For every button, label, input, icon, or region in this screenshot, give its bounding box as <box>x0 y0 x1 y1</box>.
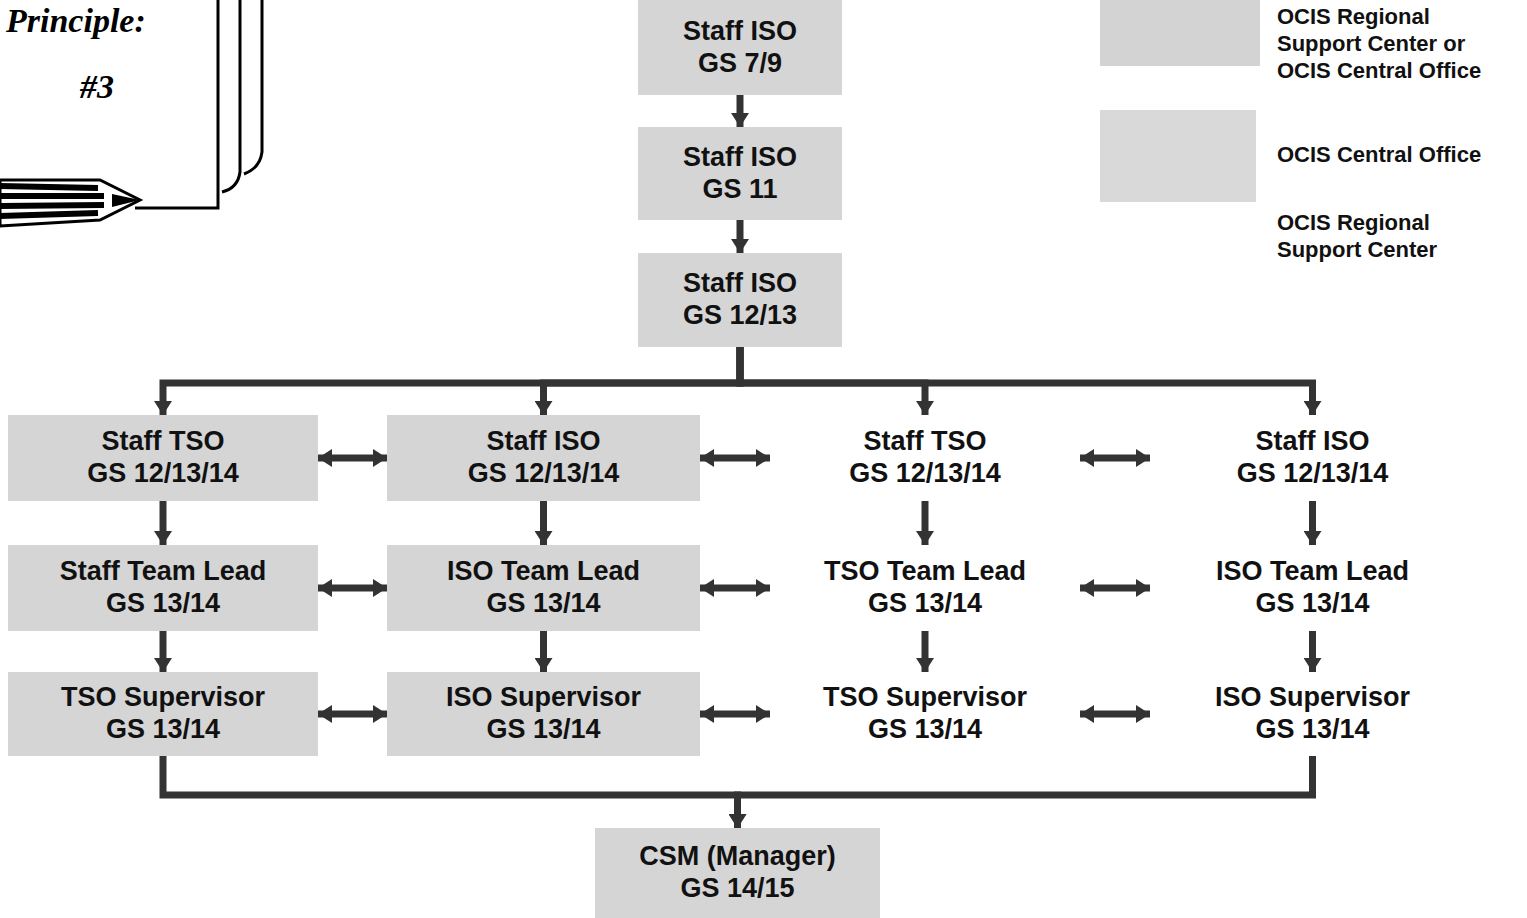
lateral-arrow <box>700 455 770 462</box>
position-title: ISO Supervisor <box>1215 682 1410 714</box>
progression-arrow <box>1309 631 1316 672</box>
lateral-arrow <box>1080 585 1150 592</box>
lateral-arrow <box>318 585 387 592</box>
grade-level: GS 12/13/14 <box>849 458 1001 490</box>
grade-level: GS 13/14 <box>1255 588 1369 620</box>
notepad-page <box>222 0 240 192</box>
position-title: ISO Team Lead <box>447 556 640 588</box>
career-box: TSO SupervisorGS 13/14 <box>8 672 318 756</box>
career-box: ISO Team LeadGS 13/14 <box>387 545 700 631</box>
career-box: Staff ISOGS 11 <box>638 127 842 220</box>
legend-text: OCIS Central Office <box>1277 142 1525 169</box>
position-title: Staff ISO <box>1255 426 1369 458</box>
career-box: Staff ISOGS 12/13/14 <box>1150 415 1475 501</box>
legend-swatch <box>1100 0 1260 66</box>
progression-arrow <box>740 347 1313 415</box>
career-box: Staff ISOGS 7/9 <box>638 0 842 95</box>
grade-level: GS 12/13 <box>683 300 797 332</box>
career-box: ISO SupervisorGS 13/14 <box>1150 672 1475 756</box>
progression-arrow <box>737 220 744 253</box>
grade-level: GS 13/14 <box>868 714 982 746</box>
grade-level: GS 12/13/14 <box>87 458 239 490</box>
grade-level: GS 12/13/14 <box>468 458 620 490</box>
position-title: Staff TSO <box>863 426 986 458</box>
progression-arrow <box>160 501 167 545</box>
progression-arrow <box>540 631 547 672</box>
position-title: ISO Team Lead <box>1216 556 1409 588</box>
lateral-arrow <box>1080 455 1150 462</box>
progression-arrow <box>163 347 740 415</box>
grade-level: GS 12/13/14 <box>1237 458 1389 490</box>
notepad-page <box>135 0 218 208</box>
position-title: Staff ISO <box>683 268 797 300</box>
legend-swatch <box>1100 110 1256 202</box>
lateral-arrow <box>700 711 770 718</box>
grade-level: GS 13/14 <box>486 588 600 620</box>
legend-text: OCIS Regional Support Center <box>1277 210 1509 264</box>
progression-arrow <box>922 631 929 672</box>
progression-arrow <box>540 501 547 545</box>
career-box: ISO SupervisorGS 13/14 <box>387 672 700 756</box>
grade-level: GS 14/15 <box>680 873 794 905</box>
career-box: Staff ISOGS 12/13 <box>638 253 842 347</box>
position-title: TSO Team Lead <box>824 556 1026 588</box>
principle-number: #3 <box>80 68 114 106</box>
progression-arrow <box>1309 501 1316 545</box>
progression-arrow <box>160 631 167 672</box>
lateral-arrow <box>318 711 387 718</box>
position-title: Staff ISO <box>683 16 797 48</box>
career-box: ISO Team LeadGS 13/14 <box>1150 545 1475 631</box>
career-box: Staff TSOGS 12/13/14 <box>770 415 1080 501</box>
pencil-symbol <box>0 180 140 226</box>
career-box: Staff ISOGS 12/13/14 <box>387 415 700 501</box>
progression-arrow <box>738 756 1313 828</box>
lateral-arrow <box>700 585 770 592</box>
grade-level: GS 11 <box>702 174 777 206</box>
career-box: Staff TSOGS 12/13/14 <box>8 415 318 501</box>
principle-heading: Principle: <box>6 2 146 40</box>
grade-level: GS 13/14 <box>1255 714 1369 746</box>
grade-level: GS 13/14 <box>868 588 982 620</box>
career-box: TSO SupervisorGS 13/14 <box>770 672 1080 756</box>
position-title: Staff ISO <box>486 426 600 458</box>
career-box: TSO Team LeadGS 13/14 <box>770 545 1080 631</box>
progression-arrow <box>163 756 738 828</box>
lateral-arrow <box>318 455 387 462</box>
notepad-page <box>244 0 262 174</box>
position-title: Staff Team Lead <box>60 556 267 588</box>
grade-level: GS 7/9 <box>698 48 782 80</box>
grade-level: GS 13/14 <box>106 588 220 620</box>
progression-arrow <box>922 501 929 545</box>
position-title: Staff TSO <box>101 426 224 458</box>
position-title: ISO Supervisor <box>446 682 641 714</box>
position-title: TSO Supervisor <box>823 682 1027 714</box>
position-title: CSM (Manager) <box>639 841 836 873</box>
grade-level: GS 13/14 <box>106 714 220 746</box>
career-box: Staff Team LeadGS 13/14 <box>8 545 318 631</box>
position-title: TSO Supervisor <box>61 682 265 714</box>
legend-text: OCIS Regional Support Center or OCIS Cen… <box>1277 4 1509 84</box>
career-box: CSM (Manager)GS 14/15 <box>595 828 880 918</box>
lateral-arrow <box>1080 711 1150 718</box>
grade-level: GS 13/14 <box>486 714 600 746</box>
progression-arrow <box>737 95 744 127</box>
progression-arrow <box>544 347 741 415</box>
position-title: Staff ISO <box>683 142 797 174</box>
